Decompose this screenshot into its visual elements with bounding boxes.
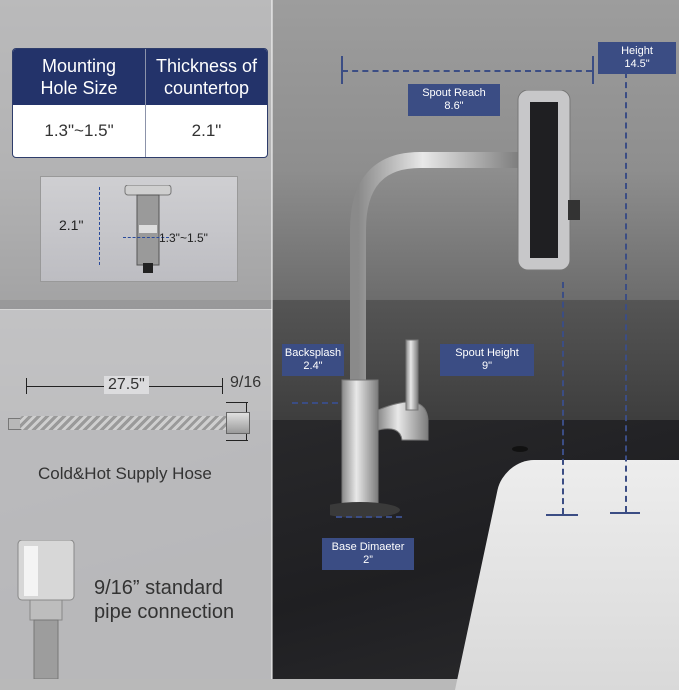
panel-divider <box>271 0 273 679</box>
section-divider <box>0 309 272 310</box>
base-diameter-dimension <box>336 516 402 518</box>
faucet-image <box>330 90 580 518</box>
spout-reach-dimension <box>342 70 592 72</box>
connection-caption: 9/16” standard pipe connection <box>94 577 235 623</box>
spout-height-dimension <box>562 282 564 514</box>
height-label: Height 14.5" <box>598 42 676 74</box>
sink-hole <box>512 446 528 452</box>
base-diameter-label: Base Dimaeter 2” <box>322 538 414 570</box>
pipe-fitting-icon <box>17 540 75 679</box>
mounting-hole-header: Mounting Hole Size <box>13 49 145 105</box>
hose-caption: Cold&Hot Supply Hose <box>38 464 212 483</box>
hole-thickness-label: 2.1" <box>59 217 84 233</box>
hole-diameter-label: 1.3"~1.5" <box>159 231 208 245</box>
hose-length-label: 27.5" <box>104 376 149 394</box>
backsplash-label: Backsplash 2.4" <box>282 344 344 376</box>
spout-height-label: Spout Height 9" <box>440 344 534 376</box>
mounting-hole-photo: 2.1" 1.3"~1.5" <box>40 176 238 282</box>
faucet-shank-icon <box>124 185 172 273</box>
mounting-hole-value: 1.3"~1.5" <box>44 121 114 140</box>
backsplash-dimension <box>292 402 338 404</box>
spout-reach-label: Spout Reach 8.6" <box>408 84 500 116</box>
supply-hose <box>20 416 232 430</box>
countertop-thickness-value: 2.1" <box>191 121 222 140</box>
height-dimension <box>625 72 627 512</box>
hose-nut-right <box>226 412 250 434</box>
hose-thread-label: 9/16 <box>230 374 262 391</box>
spec-table: Mounting Hole Size Thickness of countert… <box>12 48 268 158</box>
countertop-thickness-header: Thickness of countertop <box>146 49 267 105</box>
